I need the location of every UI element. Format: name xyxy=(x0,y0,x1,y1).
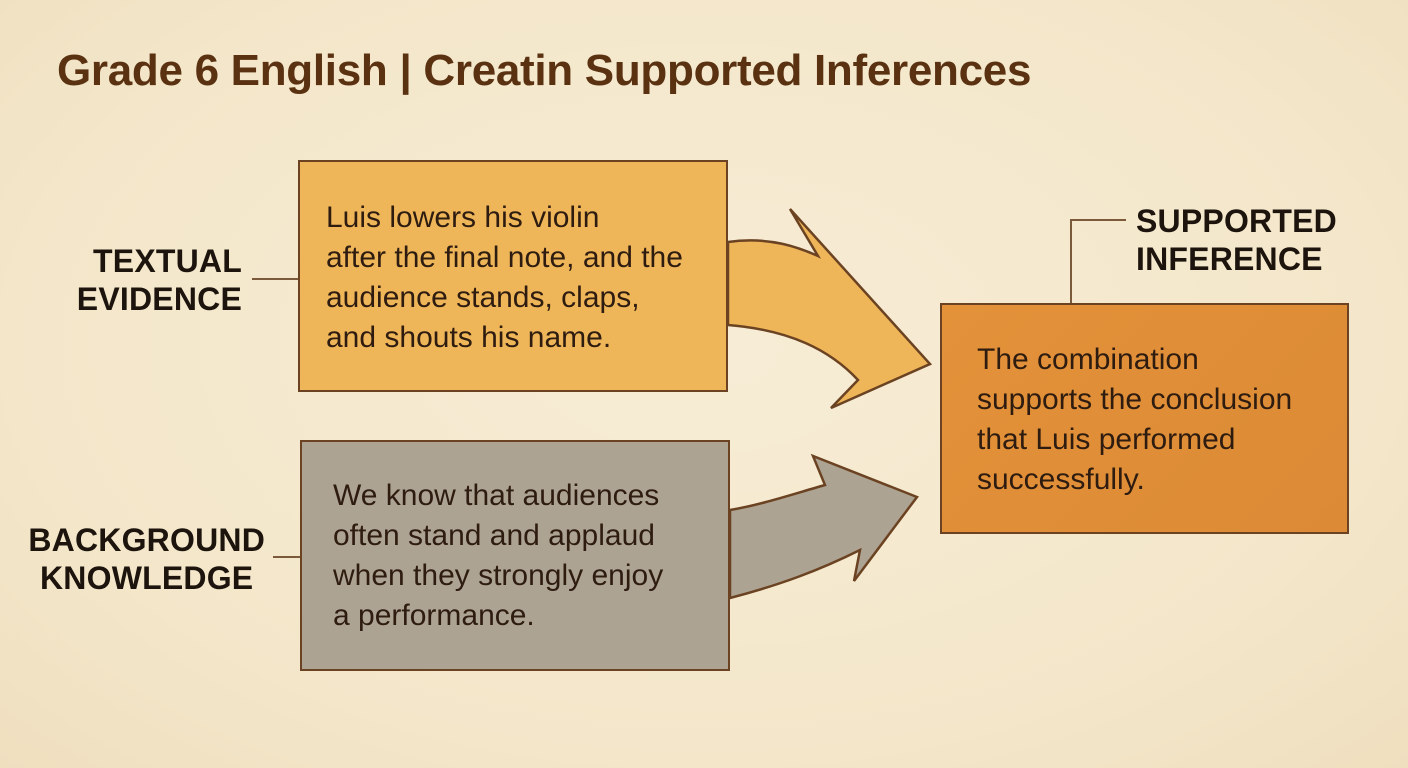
knowledge-arrow xyxy=(728,453,919,600)
supported-inference-label-line2: INFERENCE xyxy=(1136,241,1323,277)
supported-inference-box: The combination supports the conclusion … xyxy=(940,303,1349,534)
background-knowledge-label-line1: BACKGROUND xyxy=(28,522,265,558)
supported-inference-text: The combination supports the conclusion … xyxy=(977,343,1293,496)
evidence-arrow xyxy=(726,208,933,410)
inference-leader-line xyxy=(1070,219,1126,303)
background-knowledge-box: We know that audiences often stand and a… xyxy=(300,440,730,671)
textual-evidence-label: TEXTUAL EVIDENCE xyxy=(77,242,242,318)
supported-inference-label: SUPPORTED INFERENCE xyxy=(1136,202,1337,278)
page-title: Grade 6 English | Creatin Supported Infe… xyxy=(57,46,1031,96)
textual-evidence-label-line2: EVIDENCE xyxy=(76,281,242,317)
title-separator: | xyxy=(399,46,412,95)
textual-evidence-text: Luis lowers his violin after the final n… xyxy=(326,201,683,354)
title-topic: Creatin Supported Inferences xyxy=(423,46,1032,95)
textual-evidence-box: Luis lowers his violin after the final n… xyxy=(298,160,728,392)
background-knowledge-label: BACKGROUND KNOWLEDGE xyxy=(28,521,265,597)
supported-inference-label-line1: SUPPORTED xyxy=(1136,203,1337,239)
textual-evidence-label-line1: TEXTUAL xyxy=(93,243,242,279)
background-knowledge-label-line2: KNOWLEDGE xyxy=(39,560,254,596)
background-knowledge-text: We know that audiences often stand and a… xyxy=(333,479,664,632)
title-course: Grade 6 English xyxy=(57,46,388,95)
